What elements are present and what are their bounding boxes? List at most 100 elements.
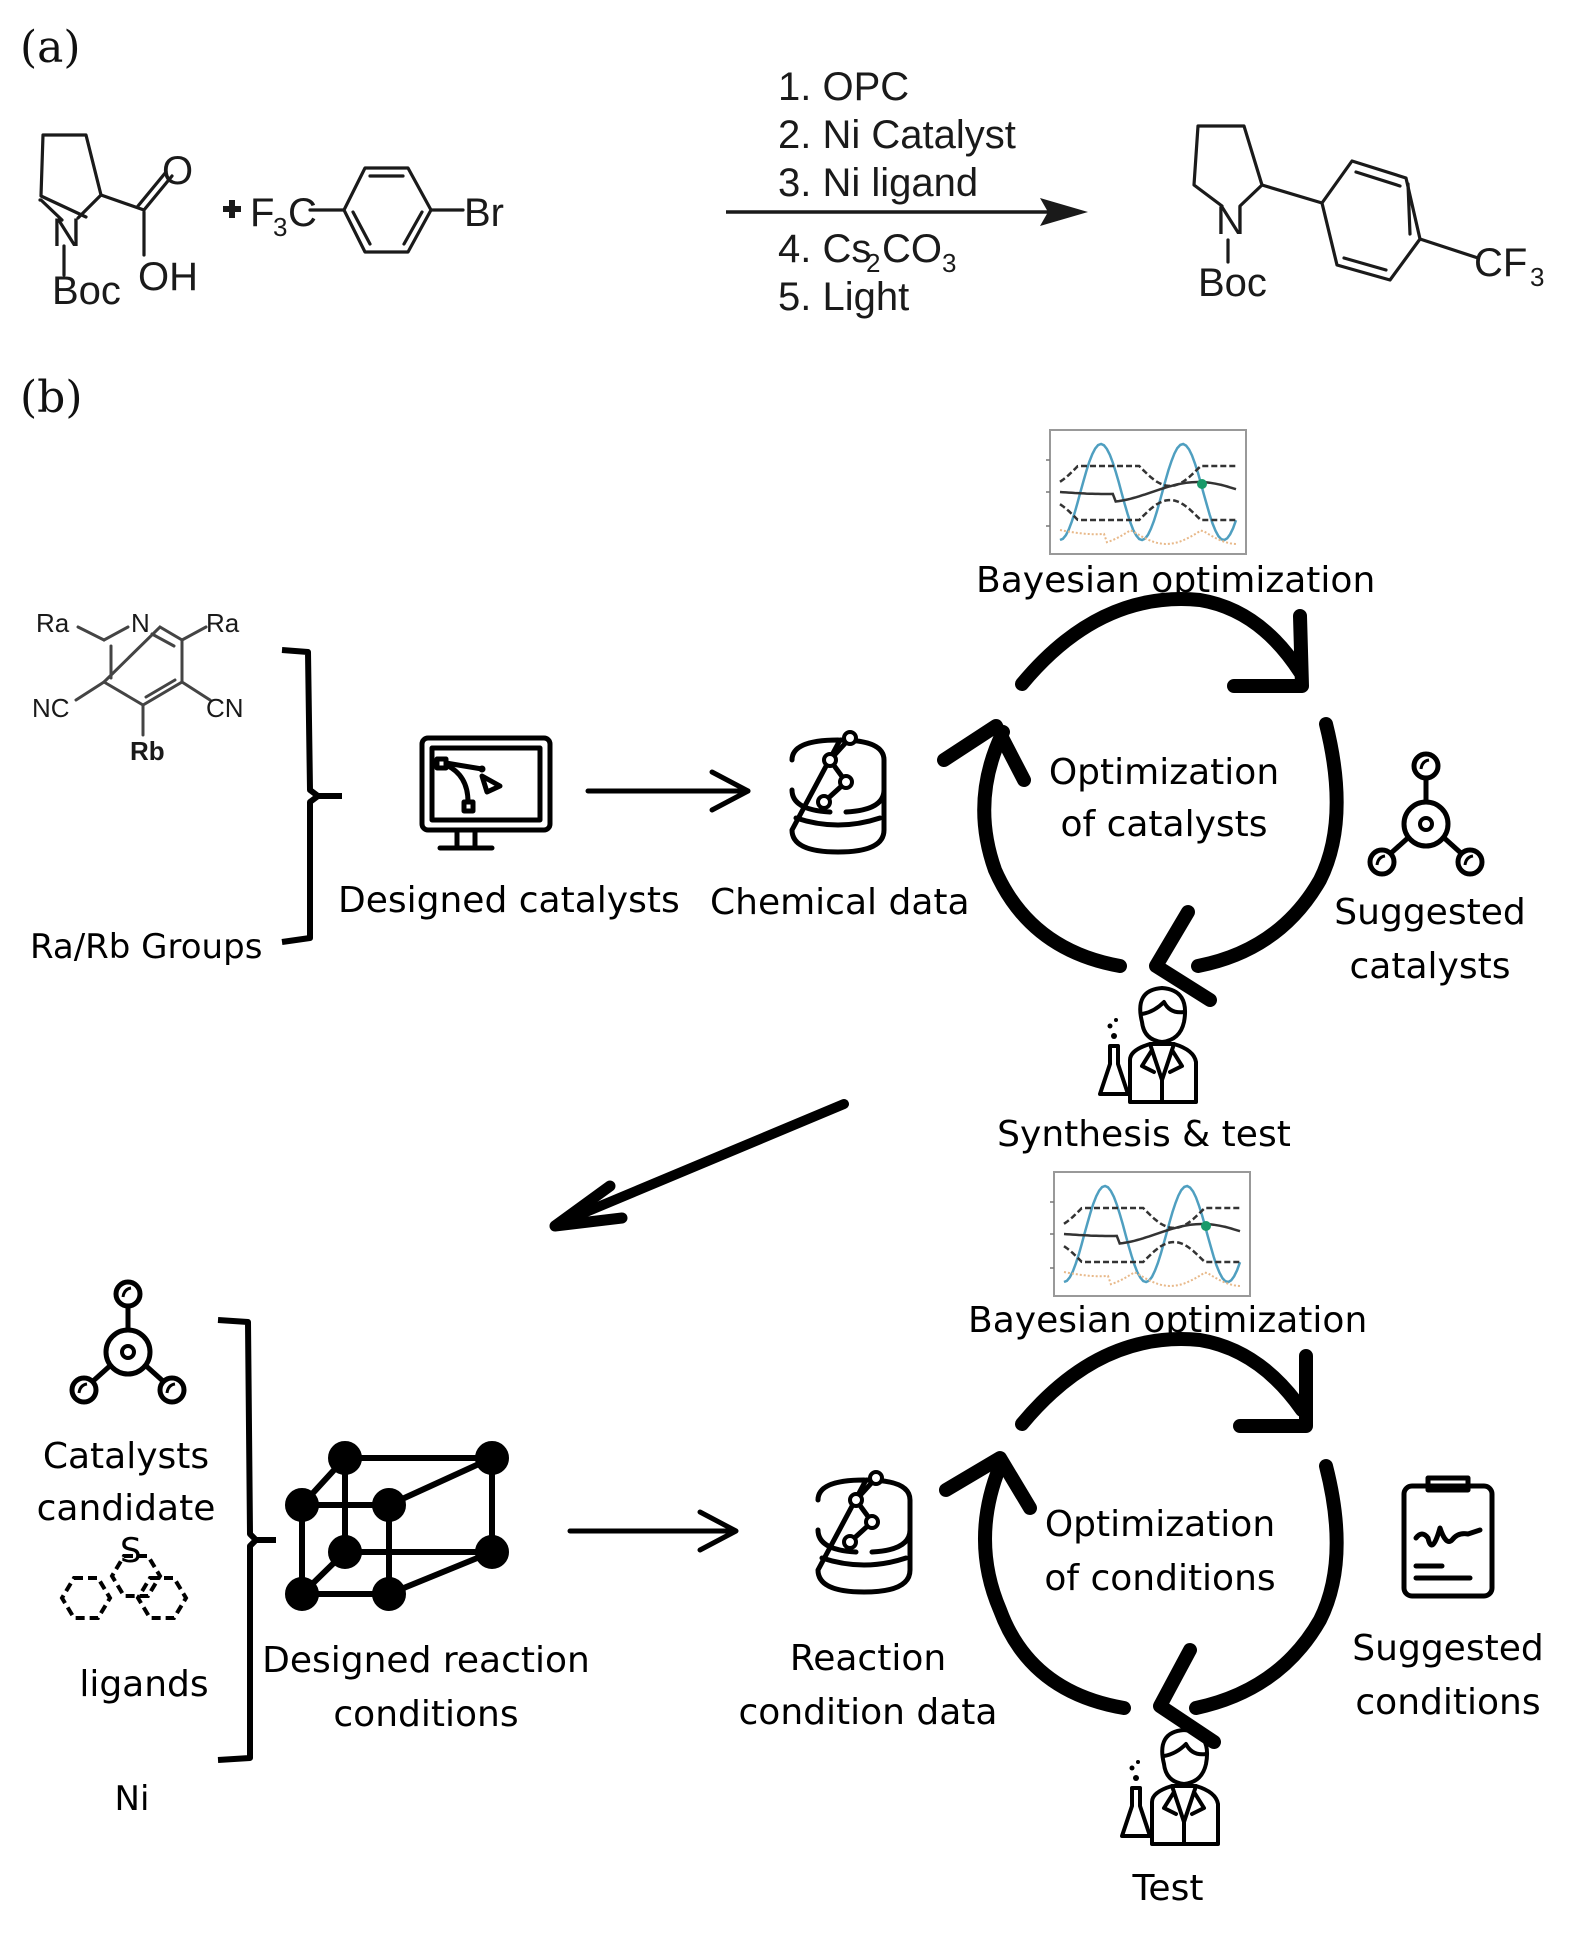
nc-left-label: NC: [32, 693, 70, 723]
suggested-catalysts-line2: catalysts: [1350, 946, 1511, 987]
reactant-bromobenzotrifluoride: F 3 C Br: [250, 166, 504, 254]
test-label: Test: [1132, 1868, 1204, 1909]
atom-shine: [1375, 854, 1386, 866]
ra-left-label: Ra: [36, 608, 70, 638]
bubble: [1114, 1018, 1118, 1022]
atom-highlight: [1418, 816, 1434, 832]
ligand-sulfur-label: S: [120, 1531, 142, 1571]
ligand-icon: [59, 1554, 189, 1620]
cube-lattice-icon: [285, 1441, 509, 1611]
scientist-hair: [1140, 1000, 1186, 1016]
cycle-center-line1-bottom: Optimization: [1045, 1504, 1275, 1545]
scaffold-nitrogen: N: [131, 608, 150, 638]
bo-upper-bound: [1063, 1206, 1240, 1230]
cycle-center-line1-top: Optimization: [1049, 752, 1279, 793]
scientist-hair: [1162, 1742, 1208, 1758]
product-cf3-label: CF: [1474, 241, 1527, 285]
cycle-arrow-top: [1015, 592, 1307, 691]
nitrogen-label: N: [52, 211, 81, 255]
optimization-cycle-top: [937, 592, 1344, 1007]
panel-b-label: (b): [20, 372, 83, 423]
scientist-lapels: [1162, 1784, 1206, 1846]
ligands-label: ligands: [79, 1664, 208, 1705]
monitor-design-icon: [419, 735, 553, 851]
scientist-head: [1138, 986, 1187, 1044]
molecule-icon-catalysts-candidate: [69, 1279, 187, 1405]
database-icon: [789, 730, 887, 855]
f3c-c: C: [288, 191, 317, 235]
atom-outer: [157, 1375, 187, 1405]
condition-step-2: 2. Ni Catalyst: [778, 113, 1016, 157]
designed-reaction-line1: Designed reaction: [262, 1640, 590, 1681]
chemical-data-label: Chemical data: [710, 882, 970, 923]
hydroxyl-label: OH: [138, 255, 198, 299]
atom-outer: [1367, 847, 1397, 877]
atom-shine: [121, 1286, 132, 1298]
atom-outer: [1455, 847, 1485, 877]
rb-label: Rb: [130, 736, 165, 766]
scientist-icon-test: [1120, 1728, 1220, 1846]
scientist-head: [1160, 1728, 1209, 1786]
atom-shine: [77, 1382, 88, 1394]
bubble: [1111, 1033, 1117, 1039]
reaction-data-line2: condition data: [739, 1692, 998, 1733]
product-benzene-ring: [1320, 159, 1422, 282]
cycle-arrow-right: [1191, 717, 1344, 973]
condition-step-4-sub2: 3: [942, 248, 956, 278]
pyrrolidine-ring: [39, 133, 103, 220]
benzene-ring: [342, 166, 433, 254]
bubble: [1133, 1775, 1139, 1781]
optimization-cycle-bottom: [939, 1332, 1344, 1749]
arrow-to-chemical-data: [585, 769, 751, 813]
bo-upper-bound: [1059, 464, 1236, 488]
product-boc-label: Boc: [1198, 261, 1267, 305]
cycle-arrow-left: [977, 725, 1127, 973]
bo-lower-bound: [1063, 1240, 1240, 1264]
ra-rb-groups-label: Ra/Rb Groups: [30, 927, 262, 967]
flask: [1120, 1786, 1152, 1838]
synthesis-test-label: Synthesis & test: [997, 1114, 1291, 1155]
condition-step-4-sub1: 2: [866, 248, 880, 278]
input-bracket-bottom: [217, 1317, 276, 1763]
cycle-arrow-top-bottom: [1015, 1332, 1309, 1431]
bromine-label: Br: [464, 191, 504, 235]
flask: [1098, 1044, 1130, 1096]
product-nitrogen-label: N: [1216, 199, 1245, 243]
reaction-data-line1: Reaction: [790, 1638, 946, 1679]
catalysts-candidate-line1: Catalysts: [43, 1436, 209, 1477]
database-icon-reaction: [815, 1470, 913, 1595]
condition-step-5: 5. Light: [778, 275, 909, 319]
bubble: [1136, 1760, 1140, 1764]
panel-a-label: (a): [20, 22, 81, 73]
suggested-conditions-line2: conditions: [1355, 1682, 1540, 1723]
carbonyl-oxygen-label: O: [162, 149, 193, 193]
cycle-center-line2-top: of catalysts: [1060, 804, 1267, 845]
catalysts-candidate-line2: candidate: [37, 1488, 216, 1529]
ni-label: Ni: [115, 1779, 150, 1819]
designed-reaction-line2: conditions: [333, 1694, 518, 1735]
clipboard-icon: [1401, 1475, 1495, 1599]
bo-lower-bound: [1059, 498, 1236, 522]
condition-step-4-mid: CO: [882, 227, 942, 271]
molecule-icon-suggested-catalysts: [1367, 751, 1485, 877]
suggested-conditions-line1: Suggested: [1352, 1628, 1543, 1669]
suggested-catalysts-line1: Suggested: [1334, 892, 1525, 933]
atom-highlight: [120, 1344, 136, 1360]
atom-outer: [69, 1375, 99, 1405]
designed-catalysts-label: Designed catalysts: [338, 880, 680, 921]
product-pyrrolidine-ring: [1192, 124, 1264, 208]
bayesian-optimization-plot-top: [1046, 429, 1247, 555]
bo-sample-point: [1197, 479, 1207, 489]
cn-right-label: CN: [206, 693, 244, 723]
plus-sign: [223, 200, 241, 218]
scientist-lapels: [1140, 1042, 1184, 1104]
reaction-conditions: 1. OPC 2. Ni Catalyst 3. Ni ligand 4. Cs…: [726, 65, 1088, 319]
ra-right-label: Ra: [206, 608, 240, 638]
bo-acquisition-curve: [1063, 1271, 1241, 1288]
bo-sample-point: [1201, 1221, 1211, 1231]
cycle-arrow-right-bottom: [1189, 1459, 1344, 1715]
bubble: [1107, 1023, 1113, 1029]
bayesian-optimization-plot-bottom: [1050, 1171, 1251, 1297]
bubble: [1129, 1765, 1135, 1771]
